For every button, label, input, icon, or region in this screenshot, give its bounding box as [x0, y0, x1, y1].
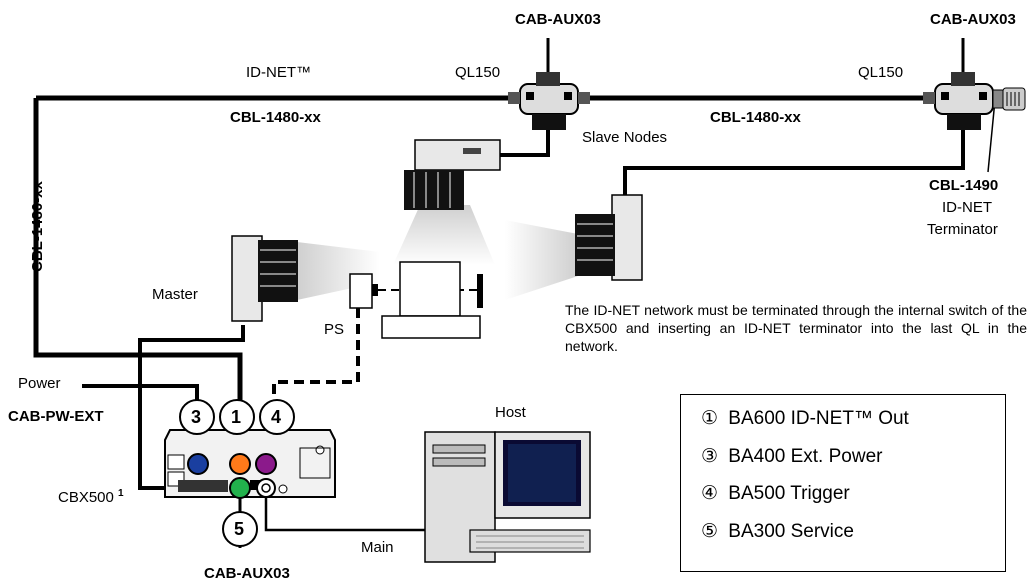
host-computer [424, 431, 591, 563]
connector-circle-3 [179, 399, 215, 435]
id-net-label: ID-NET™ [246, 64, 311, 81]
id-net-terminator-label-2: Terminator [927, 221, 998, 238]
conveyor-object [381, 261, 481, 339]
connector-number-1: 1 [231, 407, 242, 427]
port-ba600 [229, 453, 251, 475]
legend-number: ③ [701, 445, 719, 467]
cab-aux03-bottom-label: CAB-AUX03 [204, 565, 290, 582]
connector-number-3: 3 [191, 407, 202, 427]
id-net-terminator-label-1: ID-NET [942, 199, 992, 216]
cbl1480-vertical-label: CBL-1480-xx [29, 181, 46, 272]
slave-reader-right [575, 194, 643, 281]
legend-item-ba400: ③ BA400 Ext. Power [701, 447, 1005, 485]
right-reader-beam [505, 220, 578, 300]
ps-label: PS [324, 321, 345, 338]
connector-circle-5 [222, 511, 258, 547]
connector-circle-4 [259, 399, 295, 435]
ql150-left-label: QL150 [455, 64, 501, 81]
cab-aux03-top-left-label: CAB-AUX03 [515, 11, 601, 28]
reflector [477, 274, 483, 308]
cbl1480-top-right-label: CBL-1480-xx [710, 109, 801, 126]
legend-item-ba600: ① BA600 ID-NET™ Out [701, 409, 1005, 447]
slave2-cable [623, 128, 965, 200]
cbl1480-top-left-label: CBL-1480-xx [230, 109, 321, 126]
legend-text: BA300 Service [728, 520, 854, 542]
connector-circle-1 [219, 399, 255, 435]
master-label: Master [152, 286, 198, 303]
connector-legend: ① BA600 ID-NET™ Out ③ BA400 Ext. Power ④… [680, 394, 1006, 572]
ql150-right-label: QL150 [858, 64, 904, 81]
ql150-right-unit [923, 72, 994, 130]
legend-text: BA600 ID-NET™ Out [728, 408, 909, 429]
legend-text: BA500 Trigger [728, 483, 850, 504]
master-cable [138, 325, 245, 490]
port-ba300 [229, 477, 251, 499]
terminator-pointer [987, 99, 996, 173]
master-reader [231, 235, 298, 322]
slave-nodes-label: Slave Nodes [582, 129, 668, 146]
port-ba500 [255, 453, 277, 475]
power-label: Power [18, 375, 61, 392]
connector-number-4: 4 [271, 407, 282, 427]
presence-sensor [349, 273, 378, 309]
legend-number: ① [701, 408, 719, 429]
idnet-terminator [992, 87, 1026, 111]
host-label: Host [495, 404, 526, 421]
slave1-cable [498, 128, 550, 157]
slave-reader-top [404, 139, 501, 210]
cbx500-label: CBX500 1 [58, 488, 124, 506]
cab-aux03-top-right-label: CAB-AUX03 [930, 11, 1016, 28]
legend-item-ba300: ⑤ BA300 Service [701, 522, 1005, 560]
cab-pw-ext-label: CAB-PW-EXT [8, 408, 104, 425]
legend-item-ba500: ④ BA500 Trigger [701, 484, 1005, 522]
termination-note: The ID-NET network must be terminated th… [565, 302, 1027, 354]
cbx500-footnote-marker: 1 [118, 488, 124, 499]
main-label: Main [361, 539, 394, 556]
port-ba400 [187, 453, 209, 475]
top-reader-beam [393, 205, 495, 265]
cbl1490-label: CBL-1490 [929, 177, 999, 194]
legend-number: ⑤ [701, 520, 719, 542]
legend-number: ④ [701, 483, 719, 504]
connector-number-5: 5 [234, 519, 245, 539]
ps-cable [272, 308, 360, 400]
ql150-left-unit [508, 72, 590, 130]
legend-text: BA400 Ext. Power [728, 445, 883, 467]
